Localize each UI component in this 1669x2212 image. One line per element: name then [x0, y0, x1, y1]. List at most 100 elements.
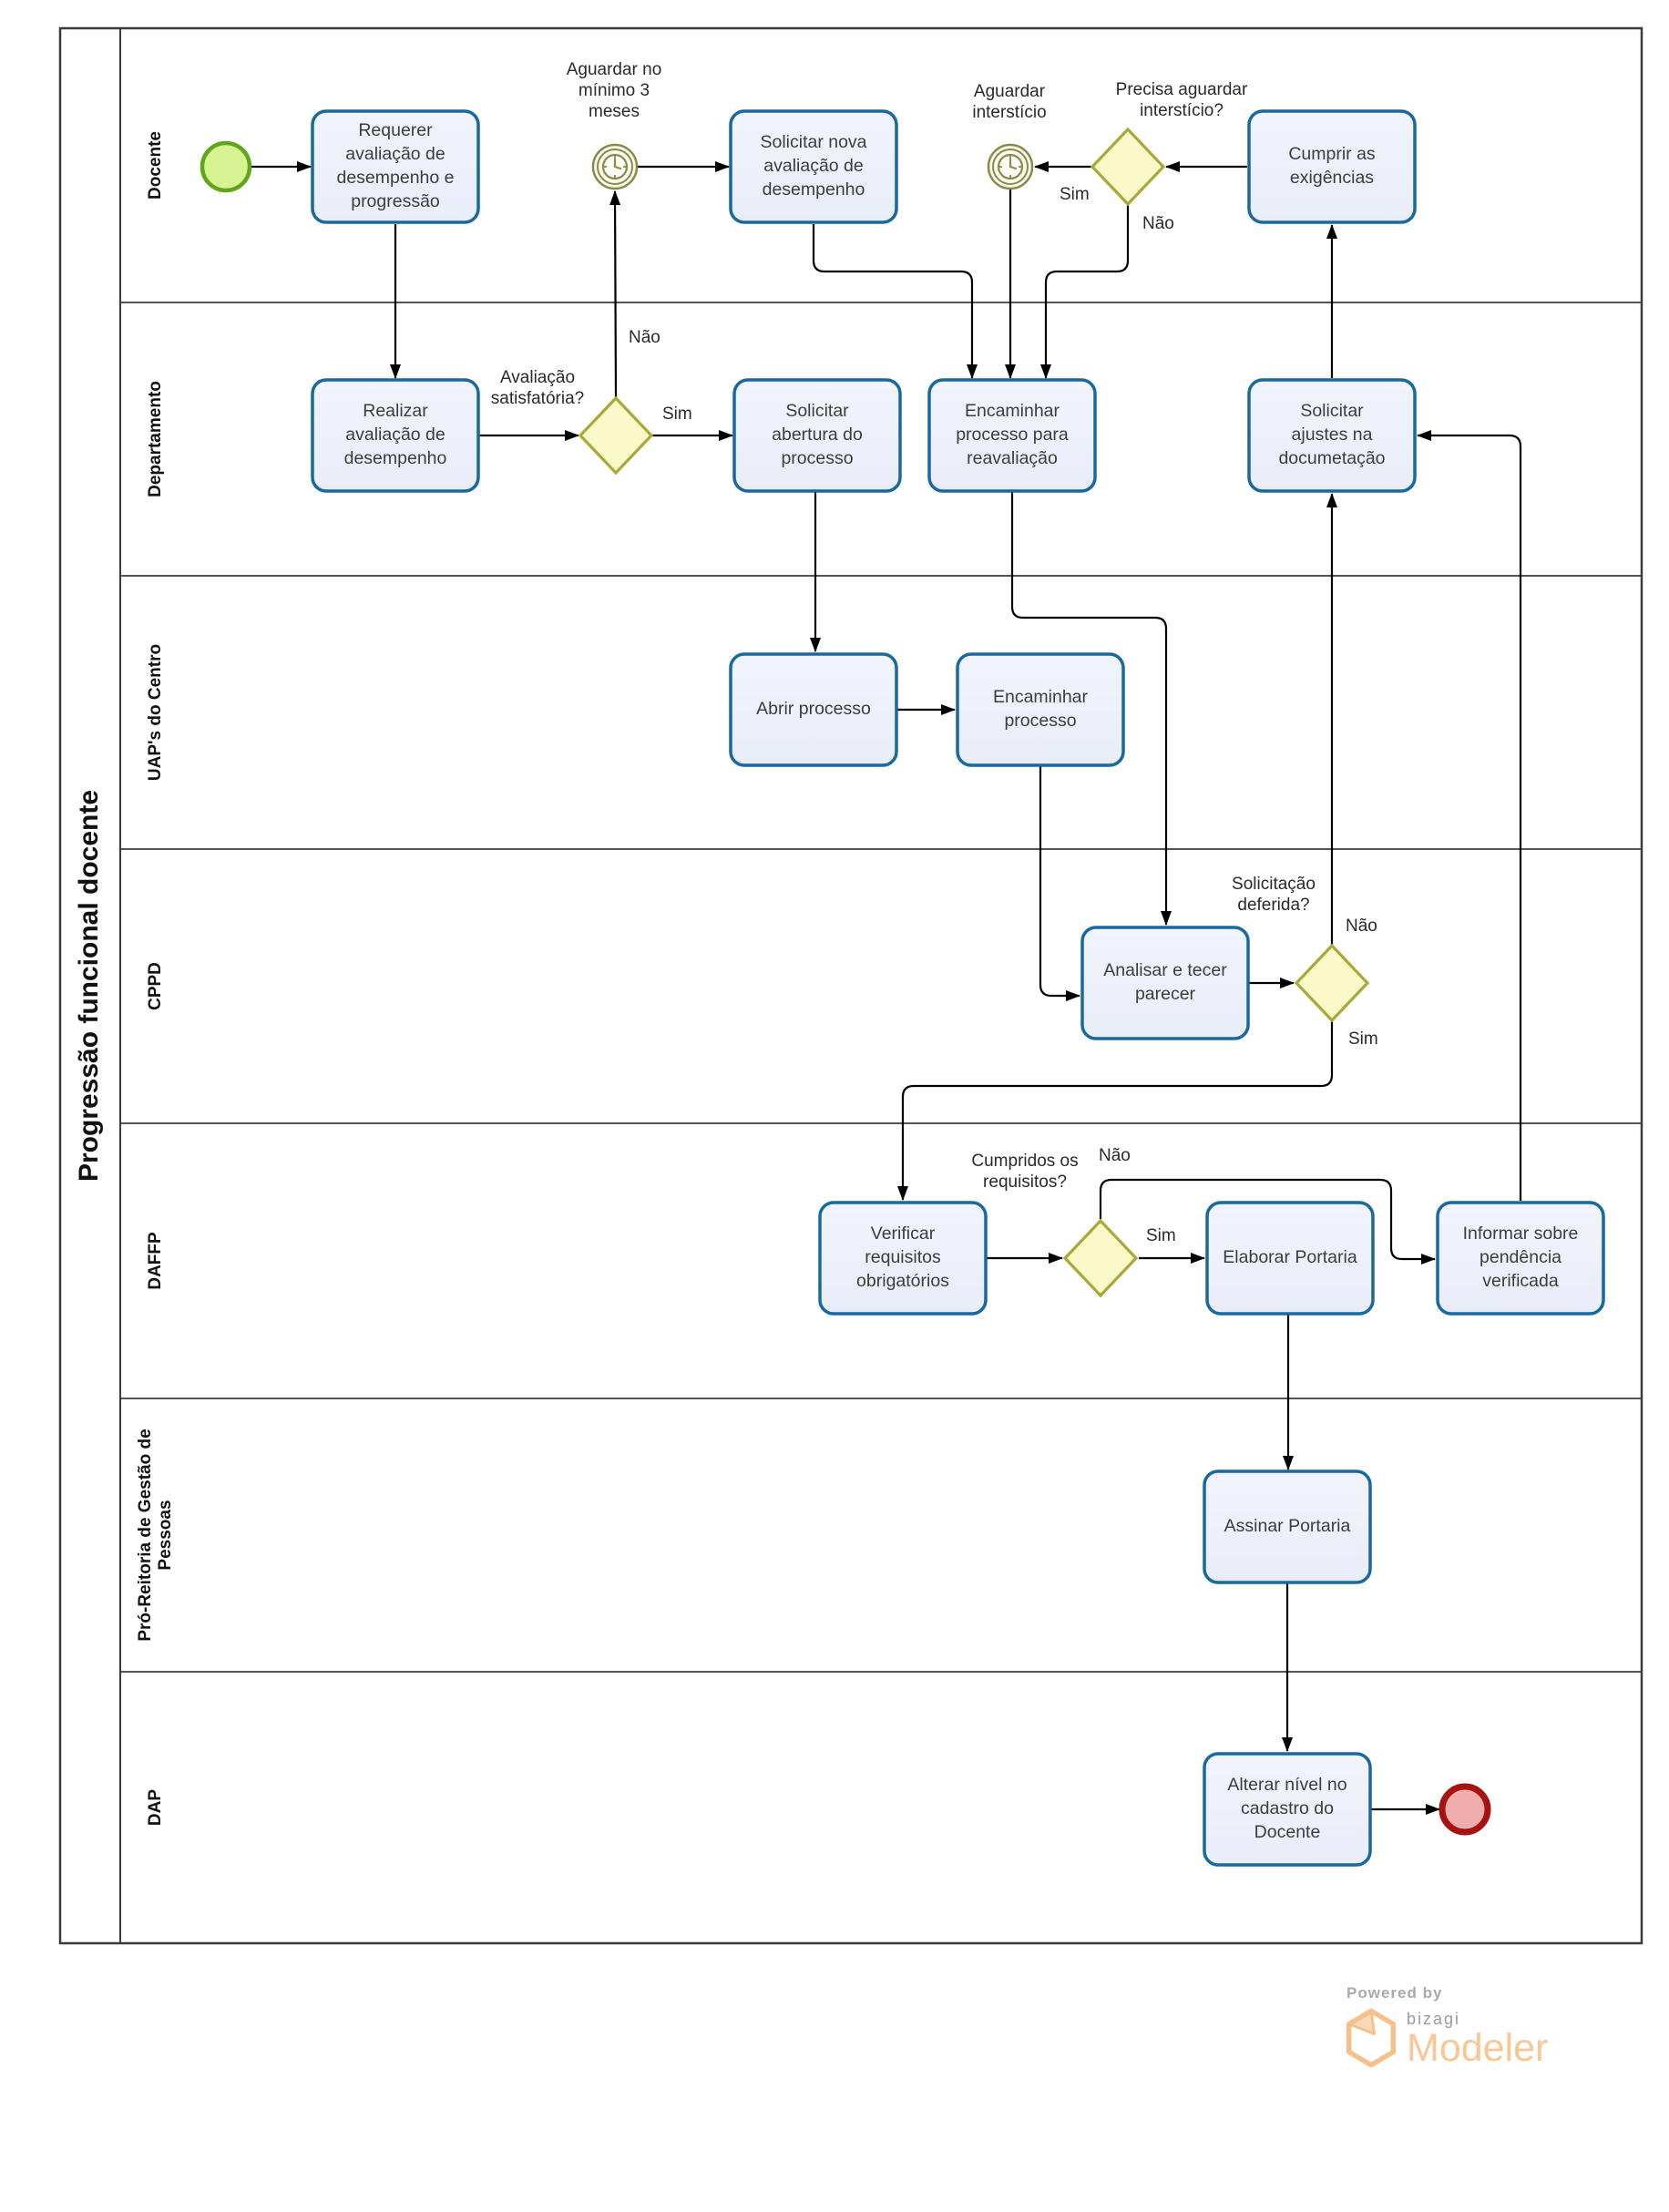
svg-text:progressão: progressão	[351, 191, 440, 211]
svg-text:interstício?: interstício?	[1140, 101, 1224, 120]
lane-label-cppd: CPPD	[146, 962, 165, 1010]
task-abrir-processo[interactable]: Abrir processo	[729, 652, 898, 767]
modeler-product-text: Modeler	[1407, 2026, 1549, 2070]
timer-aguardar-3-meses[interactable]	[591, 143, 639, 190]
svg-text:Aguardar: Aguardar	[974, 82, 1046, 101]
lane-cppd	[120, 849, 1642, 1123]
svg-text:desempenho: desempenho	[344, 448, 447, 468]
task-encaminhar-processo[interactable]: Encaminhar processo	[956, 652, 1125, 767]
lane-label-dap: DAP	[146, 1789, 165, 1826]
timer-clock-icon	[987, 143, 1034, 190]
bizagi-modeler-logo: Powered by bizagi Modeler	[1346, 1984, 1638, 2068]
pool-title: Progressão funcional docente	[74, 790, 104, 1182]
svg-text:mínimo 3: mínimo 3	[579, 81, 650, 100]
task-elaborar-portaria[interactable]: Elaborar Portaria	[1205, 1201, 1375, 1316]
timer-clock-icon	[591, 143, 639, 190]
timer-aguardar-intersticio[interactable]	[987, 143, 1034, 190]
end-event[interactable]	[1439, 1783, 1491, 1836]
svg-text:Abrir processo: Abrir processo	[756, 699, 871, 719]
task-assinar-portaria[interactable]: Assinar Portaria	[1203, 1470, 1372, 1584]
task-assinar-portaria-label: Assinar Portaria	[1224, 1516, 1351, 1536]
svg-text:Pessoas: Pessoas	[156, 1500, 175, 1570]
svg-text:avaliação de: avaliação de	[345, 425, 445, 445]
svg-text:deferida?: deferida?	[1237, 896, 1309, 915]
flow-precisa-nao-reavaliacao	[1040, 205, 1130, 379]
start-event[interactable]	[200, 140, 252, 193]
svg-text:requisitos?: requisitos?	[983, 1173, 1067, 1192]
svg-text:Cumprir as: Cumprir as	[1288, 144, 1376, 164]
svg-text:requisitos: requisitos	[865, 1247, 941, 1267]
svg-text:DAP: DAP	[146, 1789, 165, 1826]
svg-text:Elaborar Portaria: Elaborar Portaria	[1223, 1247, 1357, 1267]
svg-text:Informar sobre: Informar sobre	[1463, 1224, 1579, 1244]
svg-text:documetação: documetação	[1278, 448, 1385, 468]
svg-text:Avaliação: Avaliação	[500, 368, 575, 387]
svg-text:Assinar Portaria: Assinar Portaria	[1224, 1516, 1351, 1536]
flow-precisa-nao-reavaliacao-label: Não	[1142, 214, 1174, 233]
svg-text:Departamento: Departamento	[146, 381, 165, 497]
lane-label-departamento: Departamento	[146, 381, 165, 497]
gateway-solicitacao-deferida[interactable]	[1294, 943, 1370, 1023]
svg-text:avaliação de: avaliação de	[345, 144, 445, 164]
flow-satisfatoria-nao-timer3	[609, 190, 621, 398]
svg-text:parecer: parecer	[1135, 984, 1196, 1004]
task-realizar-avaliacao-label: Realizar avaliação de desempenho	[344, 401, 447, 468]
task-informar-pendencia[interactable]: Informar sobre pendência verificada	[1436, 1201, 1605, 1316]
bizagi-hexagon-icon	[1346, 2008, 1396, 2068]
gateway-precisa-aguardar-intersticio[interactable]	[1090, 127, 1166, 207]
gateway-cumpridos-requisitos[interactable]	[1062, 1218, 1139, 1298]
svg-text:Docente: Docente	[1254, 1822, 1321, 1842]
svg-text:Realizar: Realizar	[363, 401, 428, 421]
svg-text:Precisa aguardar: Precisa aguardar	[1116, 80, 1248, 99]
task-informar-pendencia-label: Informar sobre pendência verificada	[1463, 1224, 1579, 1291]
flow-satisfatoria-nao-timer3-label: Não	[629, 328, 660, 347]
svg-text:pendência: pendência	[1480, 1247, 1561, 1267]
flow-reavaliacao-to-analisar	[1010, 492, 1172, 926]
svg-text:processo: processo	[1004, 711, 1076, 731]
svg-text:Pró-Reitoria de Gestão de: Pró-Reitoria de Gestão de	[136, 1429, 155, 1641]
flow-deferida-sim-verificar-label: Sim	[1348, 1029, 1378, 1049]
flow-solicitar-nova-to-reavaliacao	[812, 224, 978, 379]
lane-label-uaps-do-centro: UAP's do Centro	[146, 644, 165, 781]
svg-text:Cumpridos os: Cumpridos os	[971, 1152, 1078, 1171]
svg-text:Encaminhar: Encaminhar	[993, 687, 1089, 707]
svg-text:Solicitar nova: Solicitar nova	[760, 132, 866, 152]
svg-text:desempenho e: desempenho e	[336, 168, 454, 188]
flow-precisa-sim-timer-label: Sim	[1060, 185, 1090, 204]
svg-text:avaliação de: avaliação de	[763, 156, 864, 176]
gateway-avaliacao-satisfatoria[interactable]	[578, 395, 654, 476]
svg-text:Solicitação: Solicitação	[1232, 875, 1316, 894]
lane-label-docente: Docente	[146, 131, 165, 200]
lane-label-daffp: DAFFP	[146, 1232, 165, 1290]
svg-text:verificada: verificada	[1482, 1271, 1559, 1291]
flow-cumpridos-nao-informar	[1099, 1178, 1436, 1265]
svg-text:UAP's do Centro: UAP's do Centro	[146, 644, 165, 781]
svg-text:Docente: Docente	[146, 131, 165, 200]
task-realizar-avaliacao[interactable]: Realizar avaliação de desempenho	[311, 378, 480, 493]
flow-encaminhar-to-analisar	[1039, 766, 1080, 1001]
svg-text:Verificar: Verificar	[871, 1224, 936, 1244]
svg-text:meses: meses	[589, 102, 640, 121]
flow-deferida-sim-verificar	[897, 1021, 1334, 1201]
flow-deferida-nao-ajustes-label: Não	[1346, 917, 1377, 936]
svg-text:interstício: interstício	[972, 103, 1046, 122]
